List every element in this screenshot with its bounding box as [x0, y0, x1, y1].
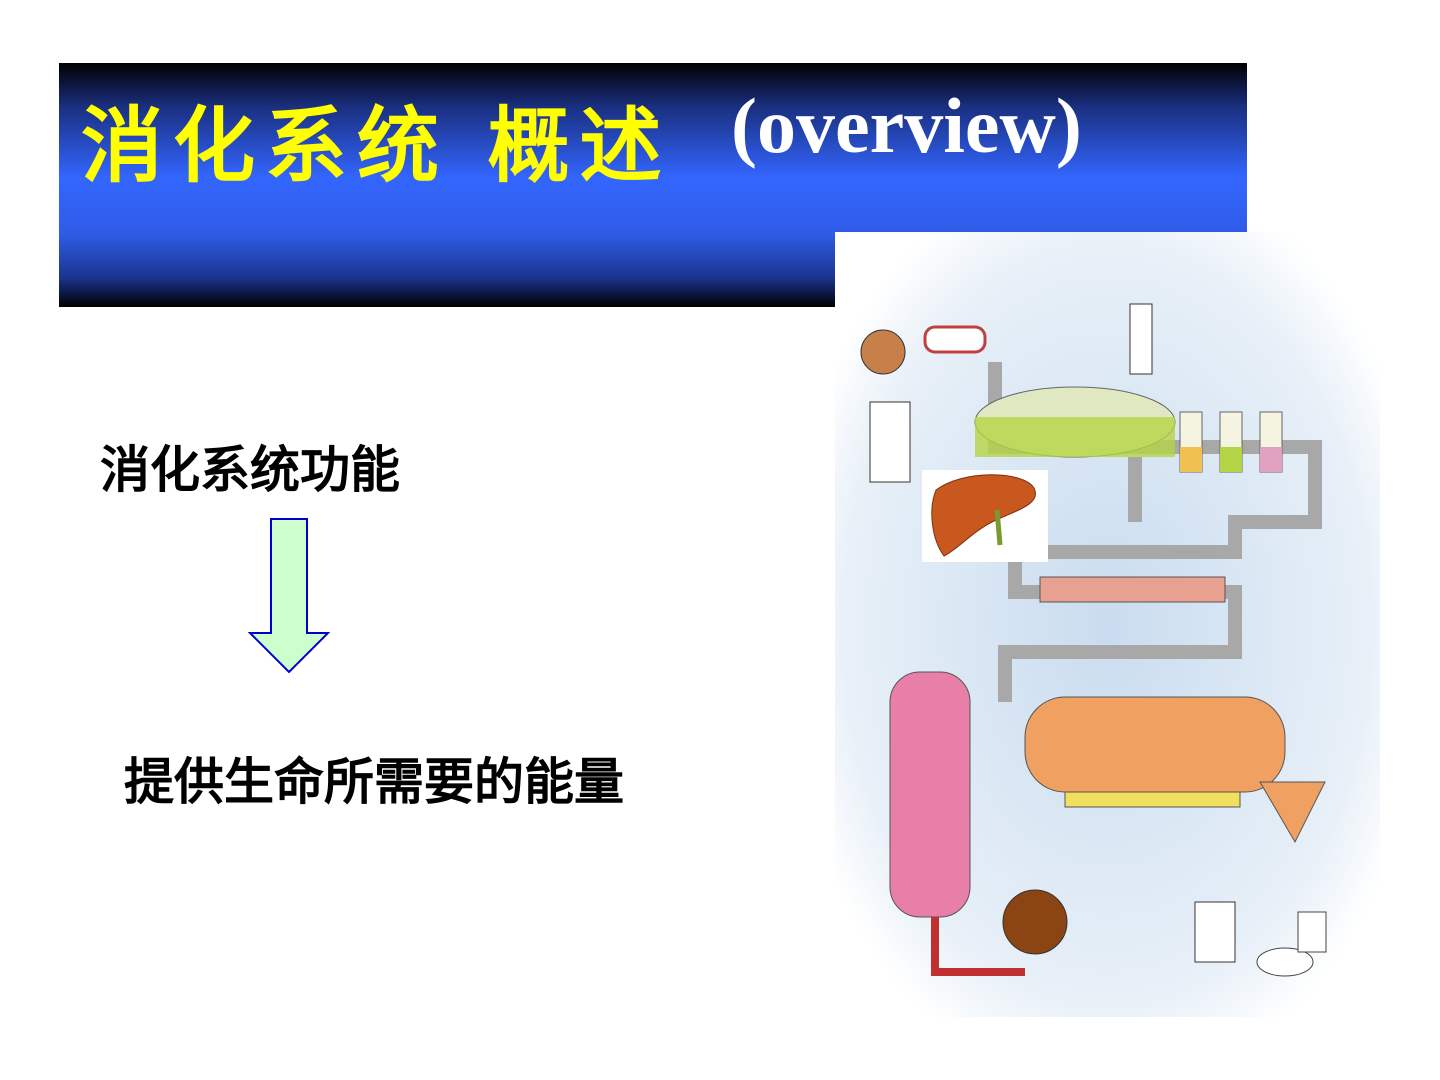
title-english: (overview): [731, 82, 1082, 169]
liver-icon: [931, 474, 1036, 557]
digestive-system-illustration: [835, 232, 1380, 1017]
title-banner: 消化系统 概述 (overview): [59, 63, 1247, 307]
title-chinese: 消化系统 概述: [81, 98, 672, 194]
down-arrow-icon: [248, 518, 330, 674]
energy-statement: 提供生命所需要的能量: [124, 753, 624, 811]
function-heading: 消化系统功能: [100, 441, 400, 499]
liver-image: [922, 470, 1048, 562]
